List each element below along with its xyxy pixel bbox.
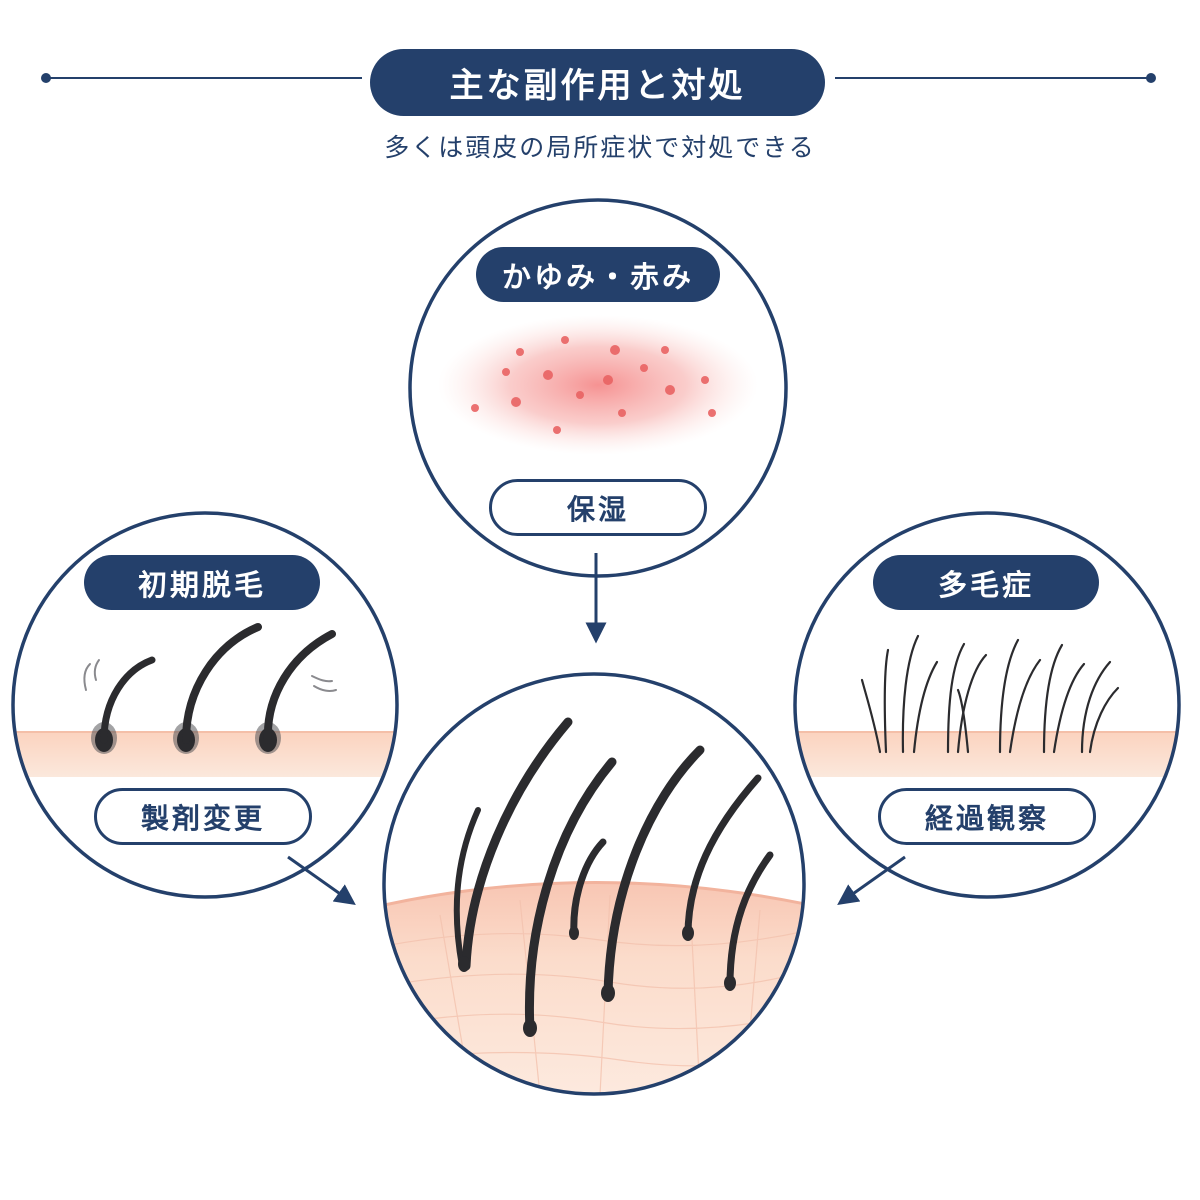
center-circle <box>382 672 806 1096</box>
dense-fine-hair-illustration <box>795 634 1179 777</box>
side-effect-label-initial-shedding: 初期脱毛 <box>84 555 320 610</box>
header-rule-left <box>41 73 362 83</box>
healthy-scalp-hair-illustration <box>384 717 804 1094</box>
side-effect-label-itching: かゆみ・赤み <box>476 247 720 302</box>
remedy-label-observe: 経過観察 <box>878 788 1096 845</box>
scalp-redness-illustration <box>438 315 758 455</box>
page-title: 主な副作用と対処 <box>370 49 825 116</box>
page-subtitle: 多くは頭皮の局所症状で対処できる <box>384 133 816 162</box>
side-effect-label-hirsutism: 多毛症 <box>873 555 1099 610</box>
remedy-label-moisturize: 保湿 <box>489 479 707 536</box>
header-rule-right <box>835 73 1156 83</box>
arrow-left-to-center <box>287 855 356 906</box>
shedding-hair-illustration <box>13 623 397 777</box>
remedy-label-change-formulation: 製剤変更 <box>94 788 312 845</box>
arrow-right-to-center <box>837 855 906 906</box>
